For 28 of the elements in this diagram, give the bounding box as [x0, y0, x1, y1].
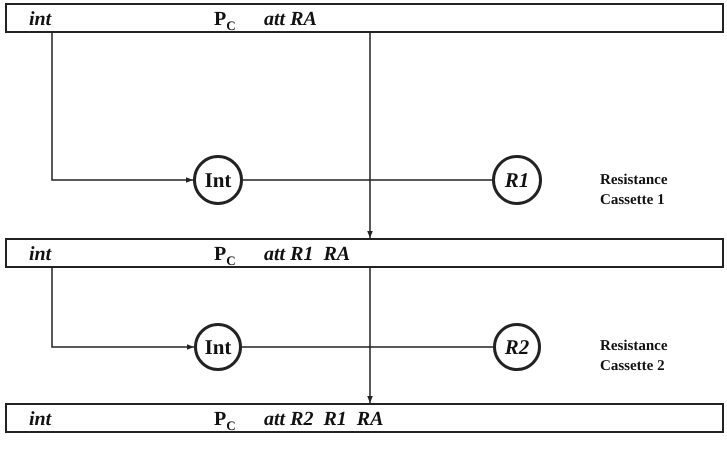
cassette-caption: Resistance Cassette 1: [600, 171, 668, 210]
connector-line: [243, 179, 492, 181]
circle-label: Int: [204, 334, 232, 360]
integron-bar: [5, 238, 724, 268]
circle-label: Int: [204, 168, 232, 192]
attachment-site-label: att R1 RA: [264, 243, 350, 266]
cassette-caption: Resistance Cassette 2: [600, 337, 668, 376]
circle-label: R1: [504, 168, 530, 192]
arrow: [51, 33, 193, 183]
arrow: [367, 33, 373, 238]
gene-label: int: [29, 243, 52, 266]
integron-bar: [5, 3, 724, 33]
gene-circle: [193, 155, 243, 205]
gene-label: int: [29, 408, 52, 431]
attachment-site-label: att RA: [264, 8, 317, 31]
circle-label: R2: [504, 334, 530, 360]
gene-label: int: [29, 8, 52, 31]
arrow: [51, 268, 194, 350]
gene-circle: [493, 323, 541, 371]
integron-bar: [5, 403, 724, 433]
promoter-label: P$_{C}$: [214, 8, 236, 34]
gene-circle: [194, 323, 242, 371]
promoter-label: P$_{C}$: [214, 243, 236, 269]
attachment-site-label: att R2 R1 RA: [264, 408, 384, 431]
gene-circle: [492, 155, 542, 205]
promoter-label: P$_{C}$: [214, 408, 236, 434]
arrow: [367, 268, 373, 403]
connector-line: [242, 346, 493, 348]
